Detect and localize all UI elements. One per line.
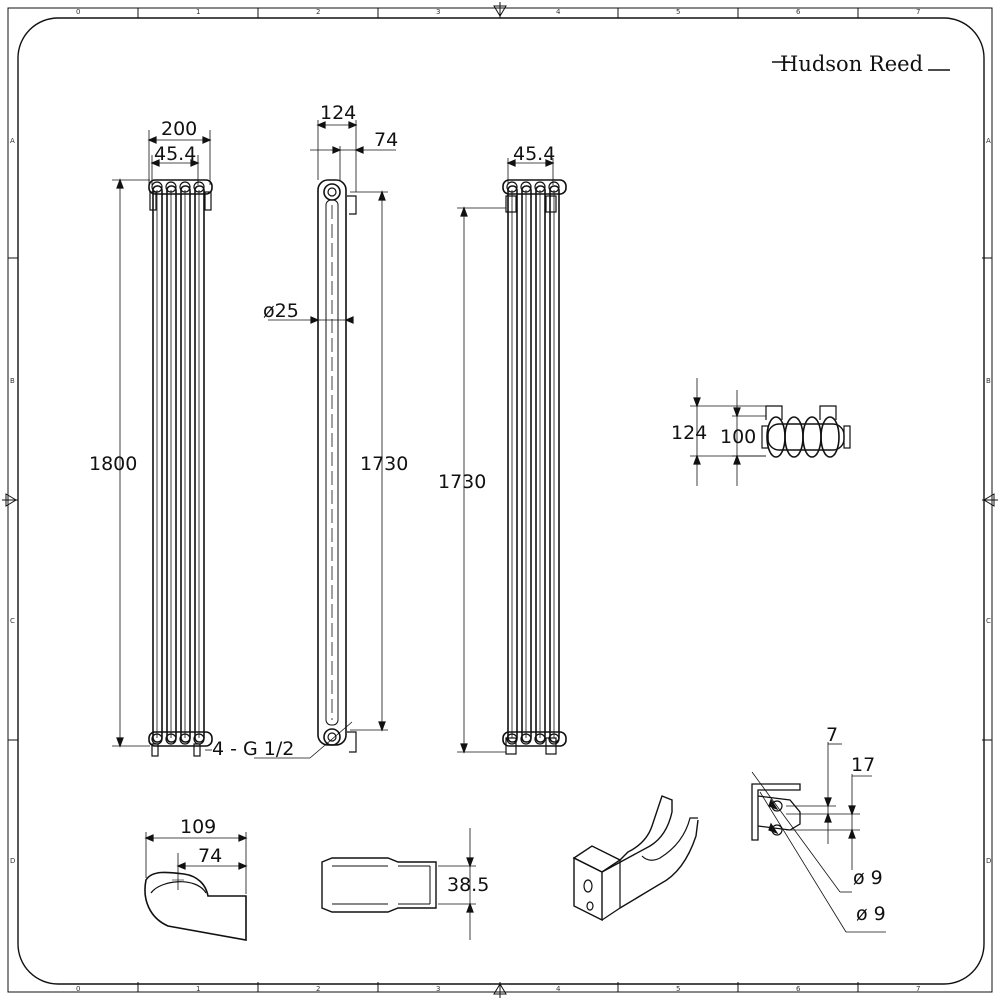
detail-hole-a-label: ø 9 xyxy=(853,867,883,889)
side-offset-label: 74 xyxy=(374,129,398,151)
row-label-d-right: D xyxy=(986,857,991,865)
row-label-a: A xyxy=(10,137,15,145)
col-label-6: 6 xyxy=(796,8,801,16)
side-tube-label: ø25 xyxy=(263,300,299,322)
col-label-5-bottom: 5 xyxy=(676,985,680,993)
row-label-a-right: A xyxy=(986,137,991,145)
detail-dim-b-label: 17 xyxy=(851,754,875,776)
col-label-4-bottom: 4 xyxy=(556,985,561,993)
bracket-detail-view: 7 17 ø 9 ø 9 xyxy=(751,724,886,933)
row-label-b-right: B xyxy=(986,377,991,385)
brand-name: Hudson Reed xyxy=(780,52,923,76)
col-label-0-bottom: 0 xyxy=(76,985,80,993)
rear-view: 45.4 1730 xyxy=(438,143,567,755)
front-view: 200 45.4 1800 4 - G 1/2 xyxy=(89,118,294,760)
connections-label: 4 - G 1/2 xyxy=(212,738,294,760)
front-width-label: 200 xyxy=(161,118,197,140)
bracket-depth-label: 109 xyxy=(180,816,216,838)
col-label-2-bottom: 2 xyxy=(316,985,320,993)
rear-height-label: 1730 xyxy=(438,471,486,493)
col-label-1: 1 xyxy=(196,8,200,16)
detail-dim-a-label: 7 xyxy=(826,724,838,746)
col-label-1-bottom: 1 xyxy=(196,985,200,993)
col-label-3-bottom: 3 xyxy=(436,985,440,993)
side-view: 124 74 ø25 1730 xyxy=(254,102,408,759)
col-label-5: 5 xyxy=(676,8,680,16)
top-view: 124 100 xyxy=(671,378,851,486)
col-label-2: 2 xyxy=(316,8,320,16)
bracket-top-view: 38.5 xyxy=(321,828,489,940)
bracket-side-view: 109 74 xyxy=(144,816,248,941)
bracket-offset-label: 74 xyxy=(198,845,222,867)
bracket-isometric-view xyxy=(572,795,699,922)
brand-logo: Hudson Reed xyxy=(772,52,950,76)
front-pitch-label: 45.4 xyxy=(154,143,196,165)
col-label-4: 4 xyxy=(556,8,561,16)
row-label-c: C xyxy=(10,617,15,625)
front-height-label: 1800 xyxy=(89,453,137,475)
side-height-label: 1730 xyxy=(360,453,408,475)
row-label-b: B xyxy=(10,377,15,385)
frame-labels: 0 1 2 3 4 5 6 7 0 1 2 3 4 5 6 7 A B C D … xyxy=(10,8,991,993)
col-label-7-bottom: 7 xyxy=(916,985,920,993)
col-label-0: 0 xyxy=(76,8,80,16)
rear-pitch-label: 45.4 xyxy=(513,143,555,165)
col-label-6-bottom: 6 xyxy=(796,985,801,993)
side-depth-label: 124 xyxy=(320,102,356,124)
col-label-7: 7 xyxy=(916,8,920,16)
top-inner-label: 100 xyxy=(720,426,756,448)
row-label-c-right: C xyxy=(986,617,991,625)
bracket-height-label: 38.5 xyxy=(447,874,489,896)
top-depth-label: 124 xyxy=(671,422,707,444)
col-label-3: 3 xyxy=(436,8,440,16)
row-label-d: D xyxy=(10,857,15,865)
detail-hole-b-label: ø 9 xyxy=(856,903,886,925)
